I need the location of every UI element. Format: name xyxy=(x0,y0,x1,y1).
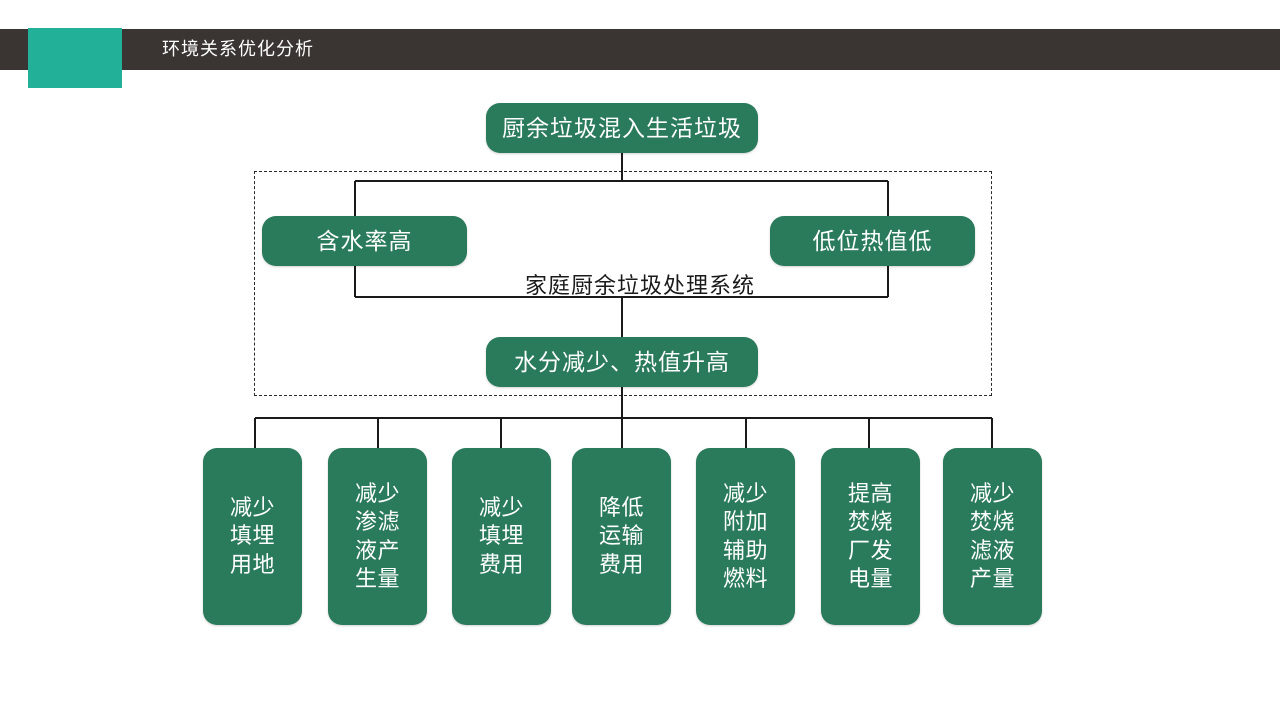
benefit-1-line-1: 减少 xyxy=(229,495,275,521)
node-benefit-3[interactable]: 减少 填埋 费用 xyxy=(452,448,551,625)
node-cause-moisture-label: 含水率高 xyxy=(316,227,413,254)
benefit-4-line-3: 费用 xyxy=(598,551,644,577)
header-accent-notch xyxy=(104,28,122,88)
header-bar xyxy=(0,29,1280,70)
benefit-6-line-3: 厂发 xyxy=(847,537,893,563)
node-benefit-1[interactable]: 减少 填埋 用地 xyxy=(203,448,302,625)
node-benefit-6[interactable]: 提高 焚烧 厂发 电量 xyxy=(821,448,920,625)
node-cause-moisture[interactable]: 含水率高 xyxy=(262,216,467,266)
benefit-5-line-2: 附加 xyxy=(722,509,768,535)
node-cause-low-heat-value-label: 低位热值低 xyxy=(812,227,933,254)
benefit-6-line-1: 提高 xyxy=(847,481,893,507)
node-root-problem[interactable]: 厨余垃圾混入生活垃圾 xyxy=(486,103,758,153)
benefit-3-line-2: 填埋 xyxy=(478,523,524,549)
benefit-3-line-3: 费用 xyxy=(478,551,524,577)
benefit-4-line-1: 降低 xyxy=(598,495,644,521)
node-benefit-7-text: 减少 焚烧 滤液 产量 xyxy=(970,480,1015,593)
page-title: 环境关系优化分析 xyxy=(162,39,314,59)
node-benefit-5-text: 减少 附加 辅助 燃料 xyxy=(723,480,768,593)
benefit-4-line-2: 运输 xyxy=(598,523,644,549)
benefit-5-line-4: 燃料 xyxy=(722,565,768,591)
benefit-1-line-2: 填埋 xyxy=(229,523,275,549)
node-benefit-2[interactable]: 减少 渗滤 液产 生量 xyxy=(328,448,427,625)
node-benefit-5[interactable]: 减少 附加 辅助 燃料 xyxy=(696,448,795,625)
system-boundary-dashed-box xyxy=(254,171,992,396)
node-benefit-2-text: 减少 渗滤 液产 生量 xyxy=(355,480,400,593)
node-benefit-6-text: 提高 焚烧 厂发 电量 xyxy=(848,480,893,593)
benefit-1-line-3: 用地 xyxy=(229,551,275,577)
node-benefit-4-text: 降低 运输 费用 xyxy=(599,494,644,578)
node-result-label: 水分减少、热值升高 xyxy=(514,348,730,375)
node-benefit-1-text: 减少 填埋 用地 xyxy=(230,494,275,578)
node-root-label: 厨余垃圾混入生活垃圾 xyxy=(502,114,742,141)
benefit-2-line-3: 液产 xyxy=(354,537,400,563)
node-benefit-4[interactable]: 降低 运输 费用 xyxy=(572,448,671,625)
benefit-6-line-4: 电量 xyxy=(847,565,893,591)
system-label: 家庭厨余垃圾处理系统 xyxy=(524,273,755,298)
benefit-7-line-1: 减少 xyxy=(969,481,1015,507)
node-benefit-7[interactable]: 减少 焚烧 滤液 产量 xyxy=(943,448,1042,625)
node-cause-low-heat-value[interactable]: 低位热值低 xyxy=(770,216,975,266)
benefit-7-line-4: 产量 xyxy=(969,565,1015,591)
benefit-7-line-2: 焚烧 xyxy=(969,509,1015,535)
benefit-5-line-3: 辅助 xyxy=(722,537,768,563)
benefit-2-line-1: 减少 xyxy=(354,481,400,507)
benefit-2-line-4: 生量 xyxy=(354,565,400,591)
node-result-outcome[interactable]: 水分减少、热值升高 xyxy=(486,337,758,387)
benefit-7-line-3: 滤液 xyxy=(969,537,1015,563)
node-benefit-3-text: 减少 填埋 费用 xyxy=(479,494,524,578)
benefit-6-line-2: 焚烧 xyxy=(847,509,893,535)
benefit-5-line-1: 减少 xyxy=(722,481,768,507)
benefit-3-line-1: 减少 xyxy=(478,495,524,521)
benefit-2-line-2: 渗滤 xyxy=(354,509,400,535)
